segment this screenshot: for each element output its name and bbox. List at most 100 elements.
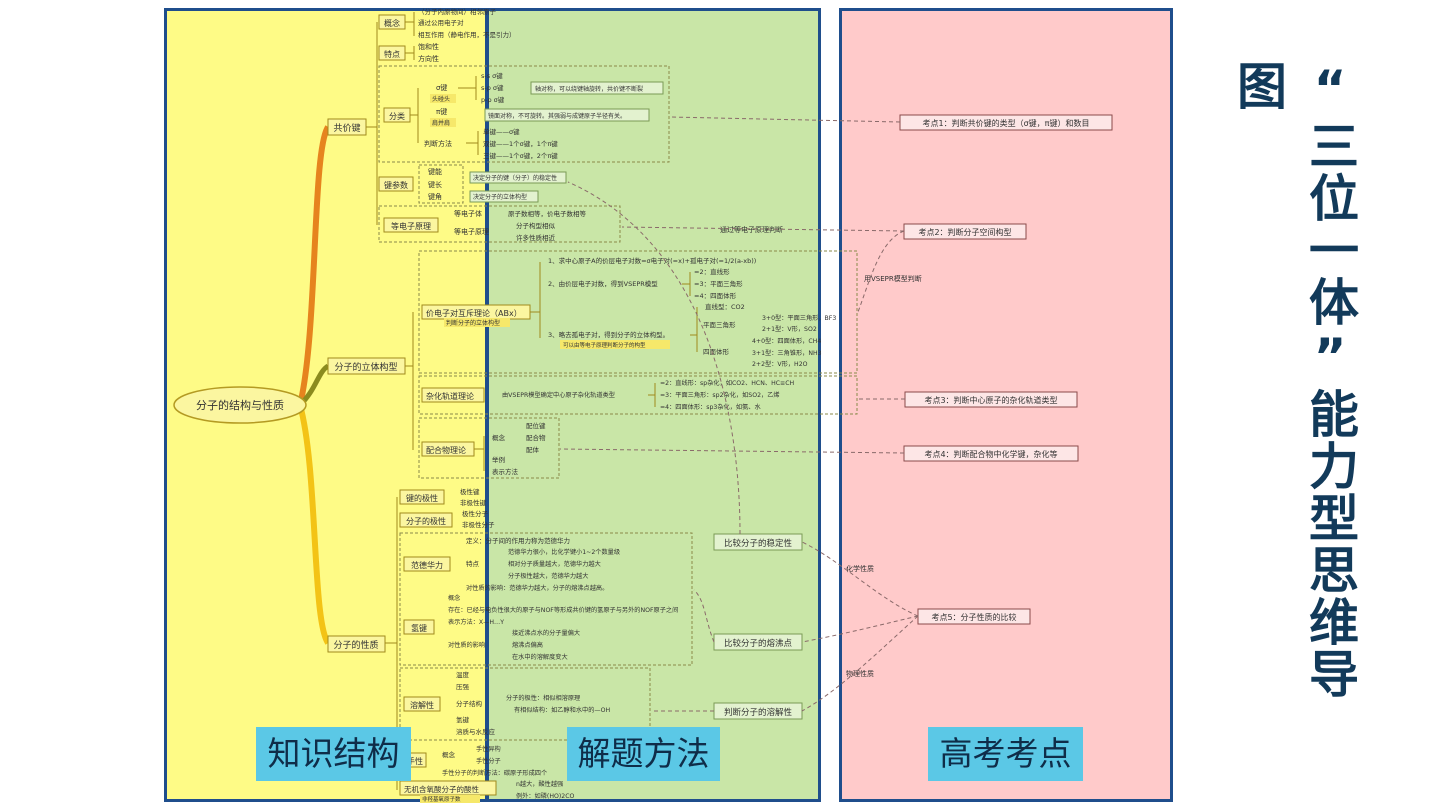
svg-text:考点2：判断分子空间构型: 考点2：判断分子空间构型	[918, 227, 1011, 237]
branch-shape[interactable]: 分子的立体构型	[327, 357, 406, 375]
covalent-feature[interactable]: 特点	[378, 45, 406, 61]
complex-item: 配合物	[526, 433, 546, 442]
via-vsepr-label: 用VSEPR模型判断	[864, 274, 922, 283]
property-mol-polar[interactable]: 分子的极性	[399, 512, 453, 528]
chiral-item: 手性分子	[476, 757, 501, 765]
exam-point-3[interactable]: 考点3：判断中心原子的杂化轨道类型	[904, 391, 1078, 408]
svg-text:手性: 手性	[407, 756, 423, 766]
svg-text:氢键: 氢键	[411, 623, 427, 633]
acid-label: 无机含氧酸分子的酸性	[404, 784, 479, 794]
hbond-item: 存在：已经与电负性很大的原子与NOF等形成共价键的氢原子与另外的NOF原子之间	[448, 606, 678, 614]
caption-exam: 高考考点	[928, 727, 1083, 781]
svg-text:概念: 概念	[384, 18, 400, 28]
property-solub[interactable]: 溶解性	[403, 696, 441, 712]
iso-group	[378, 205, 621, 243]
svg-text:分子的极性: 分子的极性	[406, 516, 446, 526]
shape-complex[interactable]: 配合物理论	[421, 441, 475, 457]
hybrid-item: =3：平面三角形：sp2杂化，如SO2，乙烯	[660, 391, 780, 399]
svg-text:比较分子的稳定性: 比较分子的稳定性	[724, 538, 793, 549]
step-3-note: 可以由等电子原理判断分子的构型	[563, 341, 646, 349]
svg-text:判断分子的溶解性: 判断分子的溶解性	[724, 707, 793, 718]
covalent-params[interactable]: 键参数	[378, 176, 414, 192]
vsepr-sub-tag	[444, 318, 510, 327]
svg-text:特点: 特点	[384, 49, 400, 59]
method-stability[interactable]: 比较分子的稳定性	[713, 533, 803, 551]
hbond-item: 表示方法：X—H…Y	[448, 618, 504, 626]
shape-planar-item: 2+1型：V形，SO2	[762, 325, 817, 333]
root-node[interactable]: 分子的结构与性质	[173, 386, 307, 424]
vdw-feature: 特点	[466, 559, 480, 568]
hybrid-item: =2：直线形：sp杂化，如CO2、HCN、HC≡CH	[660, 379, 795, 387]
covalent-iso[interactable]: 等电子原理	[383, 217, 439, 233]
property-vdw[interactable]: 范德华力	[403, 556, 451, 572]
svg-text:镜面对称，不可旋转。其强弱与成键原子半径有关。: 镜面对称，不可旋转。其强弱与成键原子半径有关。	[488, 112, 626, 120]
iso-note: 许多性质相近	[516, 233, 556, 242]
property-hbond[interactable]: 氢键	[403, 619, 435, 635]
exam-point-1[interactable]: 考点1：判断共价键的类型（σ键，π键）和数目	[899, 114, 1113, 131]
judge-item: 双键——1个σ键，1个π键	[483, 139, 558, 148]
svg-text:等电子原理: 等电子原理	[391, 221, 431, 231]
shape-tetra-item: 4+0型：四面体形，CH4	[752, 337, 821, 345]
vsepr-sub-label: 判断分子的立体构型	[446, 319, 500, 327]
bond-polar-item: 极性键	[460, 487, 480, 496]
shape-tetra-item: 2+2型：V形，H2O	[752, 360, 808, 368]
shape-hybrid[interactable]: 杂化轨道理论	[421, 387, 485, 403]
hbond-effect: 接近沸点水的分子量偏大	[512, 629, 580, 637]
iso-note: 原子数相等，价电子数相等	[508, 209, 587, 218]
covalent-classify[interactable]: 分类	[383, 107, 411, 123]
chiral-item: 手性异构	[476, 745, 501, 753]
method-melting[interactable]: 比较分子的熔沸点	[713, 633, 803, 651]
vdw-item: 范德华力很小，比化学键小1~2个数量级	[508, 548, 620, 556]
svg-text:考点3：判断中心原子的杂化轨道类型: 考点3：判断中心原子的杂化轨道类型	[924, 395, 1057, 405]
param-item: 键角	[428, 192, 442, 201]
root-label: 分子的结构与性质	[196, 398, 284, 412]
shape-tetra-item: 3+1型：三角锥形，NH3	[752, 349, 822, 357]
solub-item: 氢键	[456, 715, 470, 724]
param-item: 键长	[428, 180, 442, 189]
svg-text:分类: 分类	[389, 111, 405, 121]
complex-example: 举例	[492, 455, 505, 464]
sigma-item: s-s σ键	[481, 71, 503, 80]
branch-property-line	[297, 404, 331, 645]
method-solubility[interactable]: 判断分子的溶解性	[713, 702, 803, 720]
solub-struct: 分子的极性：相似相溶原理	[506, 694, 580, 702]
property-bond-polar[interactable]: 键的极性	[399, 489, 445, 505]
vdw-hbond-group	[399, 532, 693, 666]
solub-item: 温度	[456, 670, 470, 679]
branch-covalent-line	[297, 125, 331, 406]
via-iso-label: 通过等电子原理判断	[720, 225, 783, 234]
chiral-item: 概念	[442, 750, 456, 759]
dashed-links	[559, 116, 919, 712]
shape-vsepr[interactable]: 价电子对互斥理论（ABx）	[421, 304, 531, 320]
acid-sub-label: 非羟基氧原子数	[422, 795, 461, 803]
branch-covalent-label: 共价键	[333, 122, 360, 134]
complex-concept: 概念	[492, 433, 506, 442]
acid-sub-tag	[420, 795, 480, 803]
exam-point-5[interactable]: 考点5：分子性质的比较	[917, 608, 1031, 625]
solub-group	[399, 667, 651, 741]
hybrid-note: 由VSEPR模型确定中心原子杂化轨道类型	[502, 391, 615, 399]
branch-property[interactable]: 分子的性质	[327, 635, 386, 653]
chem-prop-label: 化学性质	[846, 564, 874, 573]
branch-shape-label: 分子的立体构型	[334, 361, 397, 373]
complex-item: 配位键	[526, 421, 546, 430]
covalent-concept[interactable]: 概念	[378, 14, 406, 30]
svg-text:决定分子的键（分子）的稳定性: 决定分子的键（分子）的稳定性	[473, 174, 557, 182]
exam-point-2[interactable]: 考点2：判断分子空间构型	[903, 223, 1027, 240]
mol-polar-item: 极性分子	[462, 509, 489, 518]
vsepr-model: =4：四面体形	[694, 291, 737, 300]
complex-group	[418, 417, 560, 479]
feature-item: 方向性	[418, 54, 439, 63]
shape-planar: 平面三角形	[703, 320, 736, 329]
solub-item: 溶质与水反应	[456, 727, 496, 736]
pi-label: π键	[436, 107, 447, 116]
caption-knowledge: 知识结构	[256, 727, 411, 781]
iso-item: 等电子原理	[454, 227, 489, 236]
branch-covalent[interactable]: 共价键	[327, 118, 367, 136]
concept-item: （分子内原物间）相邻原子	[418, 7, 497, 16]
svg-text:溶解性: 溶解性	[410, 700, 434, 710]
exam-point-4[interactable]: 考点4：判断配合物中化学键，杂化等	[903, 445, 1079, 462]
svg-text:轴对称，可以绕键轴旋转，共价键不断裂: 轴对称，可以绕键轴旋转，共价键不断裂	[535, 85, 643, 93]
property-acid[interactable]: 无机含氧酸分子的酸性	[399, 780, 497, 796]
vsepr-label: 价电子对互斥理论（ABx）	[426, 308, 522, 318]
